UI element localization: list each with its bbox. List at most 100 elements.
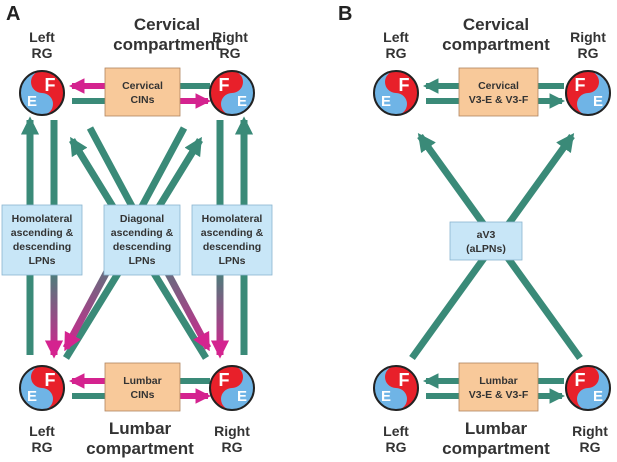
extensor-letter: E <box>27 388 37 405</box>
rg-outline <box>19 365 65 411</box>
lumbar-cin-box-line1: Lumbar <box>123 375 162 387</box>
left-lpn-box-line4: LPNs <box>29 255 56 267</box>
right-lpn-box-line3: descending <box>203 241 261 253</box>
extensor-half <box>374 71 407 115</box>
lumbar-v3-box-line2: V3-E & V3-F <box>469 389 529 401</box>
center-lpn-box-line3: descending <box>113 241 171 253</box>
panel-b-top-left-rg-label-line2: RG <box>386 45 407 61</box>
panel-b-bottom-left-rg-label-line2: RG <box>386 439 407 455</box>
panel-b-bottom-left-rg-circle: FE <box>373 365 419 411</box>
extensor-letter: E <box>593 388 603 405</box>
panel-b-bottom-right-rg-circle: FE <box>565 365 611 411</box>
cervical-v3-box-line2: V3-E & V3-F <box>469 94 529 106</box>
panel-b-top-left-rg-circle: FE <box>373 70 419 116</box>
right-lpn-box-line1: Homolateral <box>202 213 263 225</box>
right-lpn-box-line2: ascending & <box>201 227 264 239</box>
panel-b-av3-box: aV3 (aLPNs) <box>449 221 523 261</box>
panel-b: B Cervical compartment Left RG Right RG … <box>338 3 611 458</box>
panel-a-bottom-left-rg-circle: FE <box>19 365 65 411</box>
panel-a-bottom-right-rg-label-line1: Right <box>214 423 250 439</box>
flexor-letter: F <box>45 370 56 390</box>
extensor-half <box>577 366 610 410</box>
panel-a-top-right-rg-label-line2: RG <box>220 45 241 61</box>
cervical-v3-box-line1: Cervical <box>478 80 519 92</box>
rg-outline <box>373 70 419 116</box>
extensor-letter: E <box>237 388 247 405</box>
center-lpn-box-line4: LPNs <box>129 255 156 267</box>
extensor-half <box>20 71 53 115</box>
panel-a-center-lpn-box: Diagonal ascending & descending LPNs <box>103 204 181 276</box>
panel-b-top-left-rg-label-line1: Left <box>383 29 409 45</box>
panel-a-top-title-line2: compartment <box>113 35 221 54</box>
extensor-half <box>374 366 407 410</box>
panel-b-top-right-rg-label-line1: Right <box>570 29 606 45</box>
av3-box-line2: (aLPNs) <box>466 243 506 255</box>
rg-outline <box>19 70 65 116</box>
panel-a-top-right-rg-circle: FE <box>209 70 255 116</box>
right-lpn-box-line4: LPNs <box>219 255 246 267</box>
extensor-letter: E <box>27 93 37 110</box>
lumbar-v3-box-line1: Lumbar <box>479 375 518 387</box>
panel-b-cervical-v3-box: Cervical V3-E & V3-F <box>458 67 539 117</box>
extensor-half <box>221 71 254 115</box>
panel-letter-a: A <box>6 3 20 25</box>
panel-a-top-left-rg-circle: FE <box>19 70 65 116</box>
panel-b-bottom-title-line2: compartment <box>442 439 550 458</box>
panel-a-bottom-right-rg-label-line2: RG <box>222 439 243 455</box>
extensor-letter: E <box>381 93 391 110</box>
panel-b-v3-arrows <box>422 78 566 404</box>
panel-a-bottom-title-line2: compartment <box>86 439 194 458</box>
extensor-letter: E <box>593 93 603 110</box>
panel-b-bottom-right-rg-label-line2: RG <box>580 439 601 455</box>
flexor-letter: F <box>399 75 410 95</box>
panel-a: A Cervical compartment Left RG Right RG <box>1 3 273 458</box>
flexor-letter: F <box>45 75 56 95</box>
left-lpn-box-line2: ascending & <box>11 227 74 239</box>
extensor-half <box>20 366 53 410</box>
left-lpn-box-line1: Homolateral <box>12 213 73 225</box>
panel-a-bottom-title-line1: Lumbar <box>109 419 172 438</box>
rg-outline <box>209 365 255 411</box>
panel-a-left-lpn-box: Homolateral ascending & descending LPNs <box>1 204 83 276</box>
panel-b-bottom-title-line1: Lumbar <box>465 419 528 438</box>
rg-outline <box>209 70 255 116</box>
panel-b-top-title-line2: compartment <box>442 35 550 54</box>
panel-a-cin-arrows <box>68 78 212 404</box>
rg-outline <box>373 365 419 411</box>
flexor-letter: F <box>219 75 230 95</box>
left-lpn-box-line3: descending <box>13 241 71 253</box>
av3-box-line1: aV3 <box>477 229 496 241</box>
flexor-letter: F <box>575 370 586 390</box>
lumbar-cin-box-line2: CINs <box>131 389 155 401</box>
panel-b-top-right-rg-label-line2: RG <box>578 45 599 61</box>
cervical-cin-box-line2: CINs <box>131 94 155 106</box>
panel-a-bottom-left-rg-label-line2: RG <box>32 439 53 455</box>
panel-a-top-left-rg-label-line1: Left <box>29 29 55 45</box>
extensor-letter: E <box>381 388 391 405</box>
panel-a-bottom-right-rg-circle: FE <box>209 365 255 411</box>
panel-a-top-title-line1: Cervical <box>134 15 200 34</box>
extensor-letter: E <box>237 93 247 110</box>
panel-letter-b: B <box>338 3 352 25</box>
extensor-half <box>577 71 610 115</box>
panel-b-top-right-rg-circle: FE <box>565 70 611 116</box>
center-lpn-box-line2: ascending & <box>111 227 174 239</box>
panel-b-top-title-line1: Cervical <box>463 15 529 34</box>
panel-a-bottom-left-rg-label-line1: Left <box>29 423 55 439</box>
panel-a-right-lpn-box: Homolateral ascending & descending LPNs <box>191 204 273 276</box>
center-lpn-box-line1: Diagonal <box>120 213 164 225</box>
rg-outline <box>565 365 611 411</box>
panel-b-lumbar-v3-box: Lumbar V3-E & V3-F <box>458 362 539 412</box>
panel-a-top-left-rg-label-line2: RG <box>32 45 53 61</box>
rg-outline <box>565 70 611 116</box>
flexor-letter: F <box>575 75 586 95</box>
panel-a-top-right-rg-label-line1: Right <box>212 29 248 45</box>
panel-a-cervical-cin-box: Cervical CINs <box>104 67 181 117</box>
panel-a-lumbar-cin-box: Lumbar CINs <box>104 362 181 412</box>
flexor-letter: F <box>399 370 410 390</box>
panel-b-bottom-left-rg-label-line1: Left <box>383 423 409 439</box>
cervical-cin-box-line1: Cervical <box>122 80 163 92</box>
panel-b-bottom-right-rg-label-line1: Right <box>572 423 608 439</box>
flexor-letter: F <box>219 370 230 390</box>
